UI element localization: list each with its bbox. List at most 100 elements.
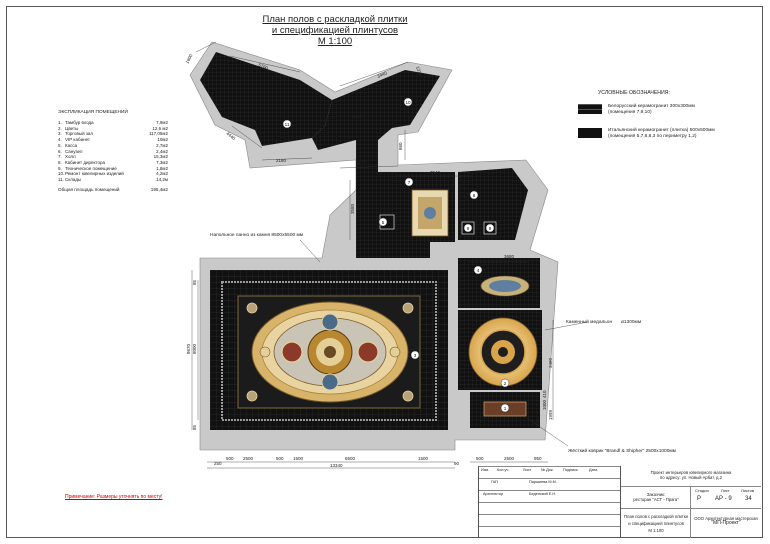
dimension-label: 6500	[345, 456, 356, 461]
dimension-label: 1999	[548, 409, 553, 420]
dimension-label: 90	[454, 461, 460, 466]
room-marker-circle	[282, 119, 292, 129]
dimension-label: 2500	[504, 456, 515, 461]
room-marker: 5	[378, 217, 388, 227]
room-number: 9.	[58, 165, 62, 171]
explication-row: 6.Санузел 2,4м2	[58, 149, 168, 155]
room-marker: 1	[500, 403, 510, 413]
dimension-label: 8670	[186, 343, 191, 354]
dimension-lines	[191, 41, 589, 469]
legend-item-italy: Итальянский керамогранит (плитка) 500х50…	[578, 128, 738, 140]
role-architect: Архитектор	[483, 491, 504, 496]
project-line-1: Проект интерьеров ювелирного магазина	[650, 470, 732, 475]
th-date: Дата	[589, 467, 598, 472]
room-marker-circle	[473, 265, 483, 275]
dimension-label: 8000	[192, 343, 197, 354]
room-marker-circle	[500, 378, 510, 388]
dimension-label: 500	[226, 456, 234, 461]
title-scale: М 1:100	[317, 36, 353, 47]
room-number: 5.	[58, 142, 62, 148]
title-block-row-empty-3	[479, 526, 621, 533]
room-area: 2,4м2	[156, 148, 168, 154]
room-number: 7.	[58, 154, 62, 160]
vip-inlay	[480, 275, 530, 297]
dimension-label: 3680	[504, 254, 515, 259]
total-value: 195,4м2	[150, 186, 168, 192]
sheet-label: Лист	[721, 488, 730, 493]
room-area: 117,05м2	[148, 131, 168, 137]
room-marker: 2	[500, 378, 510, 388]
th-doc: № Док.	[541, 467, 554, 472]
room-number: 8.	[58, 159, 62, 165]
room-marker: 9	[485, 223, 495, 233]
room-marker-label: 8	[473, 193, 476, 198]
firm-line-1: ООО Архитектурная мастерская	[694, 516, 758, 521]
room-marker-label: 1	[504, 406, 507, 411]
sheet-info: Стадия Лист Листов Р АР - 9 34	[690, 486, 761, 509]
dimension-label: 3460	[548, 357, 553, 368]
dimension-label: 1000	[542, 399, 547, 410]
firm-line-2: "МП-Проект"	[711, 520, 741, 526]
stone-panel	[251, 301, 409, 403]
room-name: Цветы	[65, 125, 79, 131]
dimension-label: 2180	[276, 158, 287, 163]
title-block-header-row: Изм. Кол.уч. Лист № Док. Подпись Дата	[479, 466, 621, 473]
medallion-annotation: Каменный медальон	[566, 318, 612, 325]
panel-annotation: Напольное панно из камня 8500х5500 мм	[210, 232, 303, 238]
sheet-value: АР - 9	[715, 496, 732, 502]
drawing-line-2: и спецификацией плинтусов	[628, 521, 684, 526]
room-3-border	[221, 281, 437, 421]
dimension-label: 85	[192, 424, 197, 430]
customer: Заказчик: ресторан "АСТ - Прага"	[620, 486, 691, 509]
explication-total: Общая площадь помещений 195,4м2	[58, 187, 168, 192]
room-name: Склады	[65, 177, 82, 183]
title-block-row-gap: ГАП Паршиева М.М.	[479, 478, 621, 485]
room-area: 1,8м2	[156, 165, 168, 171]
th-signature: Подпись	[563, 467, 579, 472]
room-number: 10.	[58, 171, 65, 177]
room-marker: 7	[404, 177, 414, 187]
total-label: Общая площадь помещений	[58, 186, 120, 192]
title-block-row-empty-2	[479, 514, 621, 521]
room-area: 2,7м2	[156, 142, 168, 148]
dimension-label: 2010	[352, 114, 363, 119]
title-line-2: и спецификацией плинтусов	[271, 25, 399, 36]
dimension-label: 1600	[184, 53, 193, 65]
medallion-size: ⌀1300мм	[621, 319, 641, 325]
room-number: 6.	[58, 148, 62, 154]
room-area: 7,3м2	[156, 159, 168, 165]
legend-item-belarus: Белорусский керамогранит 300х300мм (поме…	[578, 104, 738, 116]
legend: УСЛОВНЫЕ ОБОЗНАЧЕНИЯ: Белорусский керамо…	[578, 90, 738, 152]
room-area: 14,2м	[156, 177, 168, 183]
drawing-frame	[6, 6, 763, 538]
explication-heading: ЭКСПЛИКАЦИЯ ПОМЕЩЕНИЙ	[58, 110, 128, 115]
dimension-label: 410	[542, 390, 547, 398]
room-marker-label: 3	[414, 353, 417, 358]
dimension-label: 13340	[330, 463, 343, 468]
room-marker-circle	[469, 190, 479, 200]
room-area: 4,2м2	[156, 171, 168, 177]
room-name: Кабинет директора	[65, 159, 106, 165]
room-marker-label: 4	[477, 268, 480, 273]
room-8-floor	[458, 168, 528, 240]
dimension-label: 1230	[415, 66, 423, 78]
room-marker-circle	[410, 350, 420, 360]
legend-heading: УСЛОВНЫЕ ОБОЗНАЧЕНИЯ:	[598, 90, 670, 96]
title-block-row-empty-1	[479, 502, 621, 509]
room-name: Санузел	[65, 148, 83, 154]
room-name: Торговый зал	[65, 131, 94, 137]
legend-swatch-500	[578, 128, 602, 138]
title-block: Изм. Кол.уч. Лист № Док. Подпись Дата ГА…	[478, 466, 762, 538]
dimension-label: 85	[192, 279, 197, 285]
room-name: VIP кабинет	[65, 137, 90, 143]
dimension-label: 4440	[225, 131, 236, 141]
dimension-label: 1500	[293, 456, 304, 461]
th-sheet: Лист	[523, 467, 532, 472]
room-number: 11.	[58, 177, 64, 183]
dimensions-note: Примечание: Размеры уточнять по месту!	[65, 494, 163, 500]
